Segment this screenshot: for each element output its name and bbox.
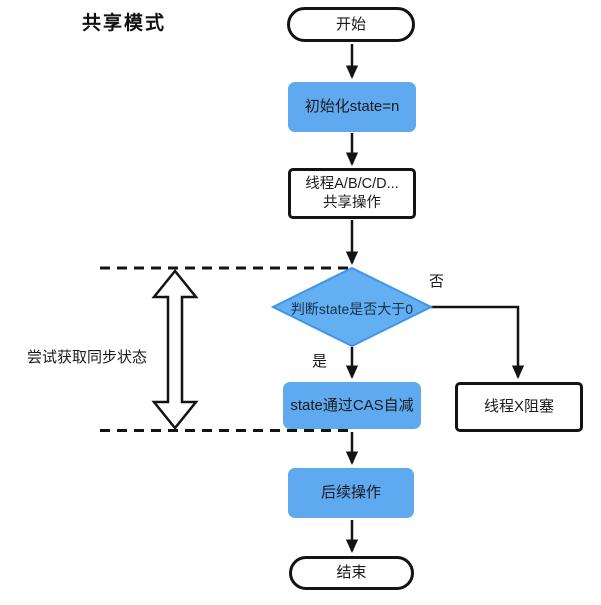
node-decision-label: 判断state是否大于0 bbox=[290, 301, 414, 317]
node-init-state-label: 初始化state=n bbox=[304, 98, 400, 116]
node-thread-blocked-label: 线程X阻塞 bbox=[483, 398, 554, 416]
node-end: 结束 bbox=[289, 556, 414, 590]
branch-label-no: 否 bbox=[429, 273, 445, 290]
edge-no-decision-to-blocked bbox=[431, 305, 525, 380]
node-init-state: 初始化state=n bbox=[288, 82, 416, 132]
node-threads-line2: 共享操作 bbox=[323, 194, 381, 211]
node-threads-shared-op: 线程A/B/C/D... 共享操作 bbox=[288, 168, 416, 219]
diagram-title: 共享模式 bbox=[82, 13, 167, 34]
side-annotation-label: 尝试获取同步状态 bbox=[27, 349, 148, 366]
node-followup-label: 后续操作 bbox=[320, 484, 381, 502]
node-cas-decrement: state通过CAS自减 bbox=[283, 382, 421, 429]
node-start: 开始 bbox=[287, 7, 415, 42]
node-threads-line1: 线程A/B/C/D... bbox=[305, 175, 399, 192]
node-decision-diamond bbox=[270, 266, 434, 348]
node-thread-blocked: 线程X阻塞 bbox=[455, 382, 583, 432]
node-cas-decrement-label: state通过CAS自减 bbox=[290, 396, 414, 414]
node-followup: 后续操作 bbox=[288, 468, 414, 518]
branch-label-yes: 是 bbox=[312, 353, 328, 370]
node-start-label: 开始 bbox=[335, 15, 366, 33]
sync-range-double-arrow-icon bbox=[151, 269, 199, 430]
node-end-label: 结束 bbox=[336, 564, 367, 582]
